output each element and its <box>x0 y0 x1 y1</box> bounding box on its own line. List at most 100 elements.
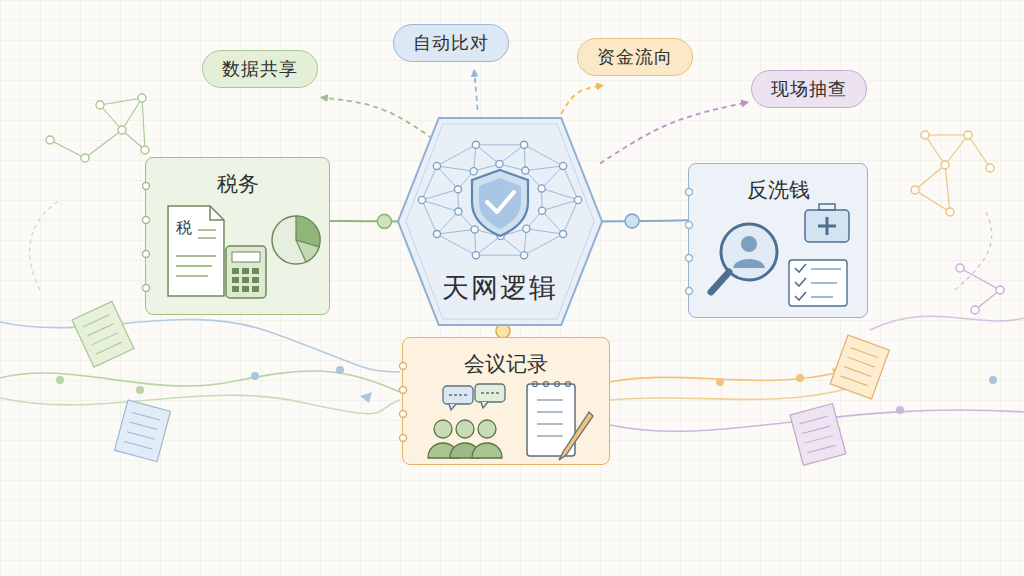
network-node <box>141 146 149 154</box>
network-node <box>971 306 979 314</box>
network-node <box>996 286 1004 294</box>
tag-label: 资金流向 <box>597 45 673 69</box>
flow-line <box>0 395 400 414</box>
calculator-key <box>242 277 249 283</box>
network-link <box>422 166 437 200</box>
network-link <box>915 165 945 190</box>
pie-slice <box>296 240 319 262</box>
network-link <box>476 236 501 255</box>
magnifier-handle <box>711 272 729 292</box>
calculator-icon <box>226 246 266 298</box>
network-link <box>142 98 145 150</box>
cross-mark <box>818 217 836 235</box>
joint-dot <box>625 214 639 228</box>
network-link <box>476 144 524 145</box>
dashed-curve <box>30 200 60 290</box>
binder-ring <box>400 363 407 370</box>
notepad-line <box>537 411 563 412</box>
network-node <box>956 264 964 272</box>
binder-ring <box>686 189 693 196</box>
paper-line <box>802 426 830 434</box>
speech-dots <box>481 392 499 394</box>
document-line <box>176 275 208 276</box>
connector-group <box>330 214 398 228</box>
speech-dots <box>449 394 467 396</box>
network-link <box>499 145 524 164</box>
speech-bubble <box>475 384 505 402</box>
connector-group <box>496 324 510 338</box>
topic-card: 反洗钱 <box>688 163 868 318</box>
network-link <box>437 229 475 234</box>
network-link <box>437 234 476 255</box>
topic-card: 会议记录 <box>402 337 610 465</box>
paper-outline <box>790 404 846 466</box>
dashed-arrow <box>561 86 602 114</box>
shield-icon <box>472 170 528 236</box>
network-link <box>925 135 945 165</box>
network-link <box>915 190 950 212</box>
notepad-line <box>537 399 563 400</box>
network-link <box>563 200 578 234</box>
calculator-key <box>242 286 249 292</box>
network-link <box>968 135 990 168</box>
network-link <box>925 134 968 135</box>
check-tick <box>795 292 806 300</box>
network-link <box>85 130 122 158</box>
paper-sheet <box>790 404 846 466</box>
person-body <box>733 259 765 268</box>
dashed-curve <box>955 210 992 290</box>
network-node <box>986 164 994 172</box>
network-link <box>100 105 122 130</box>
network-link <box>526 229 563 234</box>
tag-pill: 资金流向 <box>577 38 693 76</box>
case-icon <box>805 210 849 242</box>
calculator-key <box>252 268 259 274</box>
network-link <box>945 135 968 165</box>
person-head <box>741 236 757 252</box>
paper-outline <box>115 400 171 462</box>
network-node <box>470 168 477 175</box>
calculator-screen <box>232 252 260 262</box>
network-node <box>454 186 461 193</box>
binder-ring <box>143 251 150 258</box>
binder-ring <box>686 288 693 295</box>
network-link <box>542 200 578 211</box>
calculator-key <box>232 277 239 283</box>
network-link <box>542 188 578 200</box>
flow-dot <box>56 376 64 384</box>
paper-line <box>129 422 157 430</box>
paper-line <box>807 445 835 453</box>
network-node <box>96 101 104 109</box>
network-node <box>472 141 479 148</box>
paper-outline <box>72 301 134 367</box>
pie-chart <box>272 216 320 264</box>
calculator-key <box>252 277 259 283</box>
network-link <box>945 165 950 212</box>
network-node <box>496 160 503 167</box>
network-link <box>422 200 437 234</box>
paper-line <box>805 436 833 444</box>
tag-label: 现场抽查 <box>771 77 847 101</box>
network-node <box>118 126 126 134</box>
notepad-ring <box>533 382 538 387</box>
flow-line <box>610 388 850 400</box>
paper-line <box>91 333 117 345</box>
joint-dot <box>496 324 510 338</box>
network-node <box>521 252 528 259</box>
binder-ring <box>143 285 150 292</box>
network-node <box>921 131 929 139</box>
core-hexagon: 天网逻辑 <box>398 118 602 325</box>
icon-label: 税 <box>176 218 192 239</box>
hexagon-outline <box>398 118 602 325</box>
notepad-line <box>537 423 563 424</box>
network-link <box>100 98 142 105</box>
node-title: 税务 <box>146 170 329 198</box>
calculator-key <box>252 286 259 292</box>
checklist-line <box>811 268 841 270</box>
connector-group <box>561 86 602 114</box>
paper-line <box>800 416 828 424</box>
checklist-line <box>811 282 837 284</box>
flow-line <box>0 320 400 372</box>
